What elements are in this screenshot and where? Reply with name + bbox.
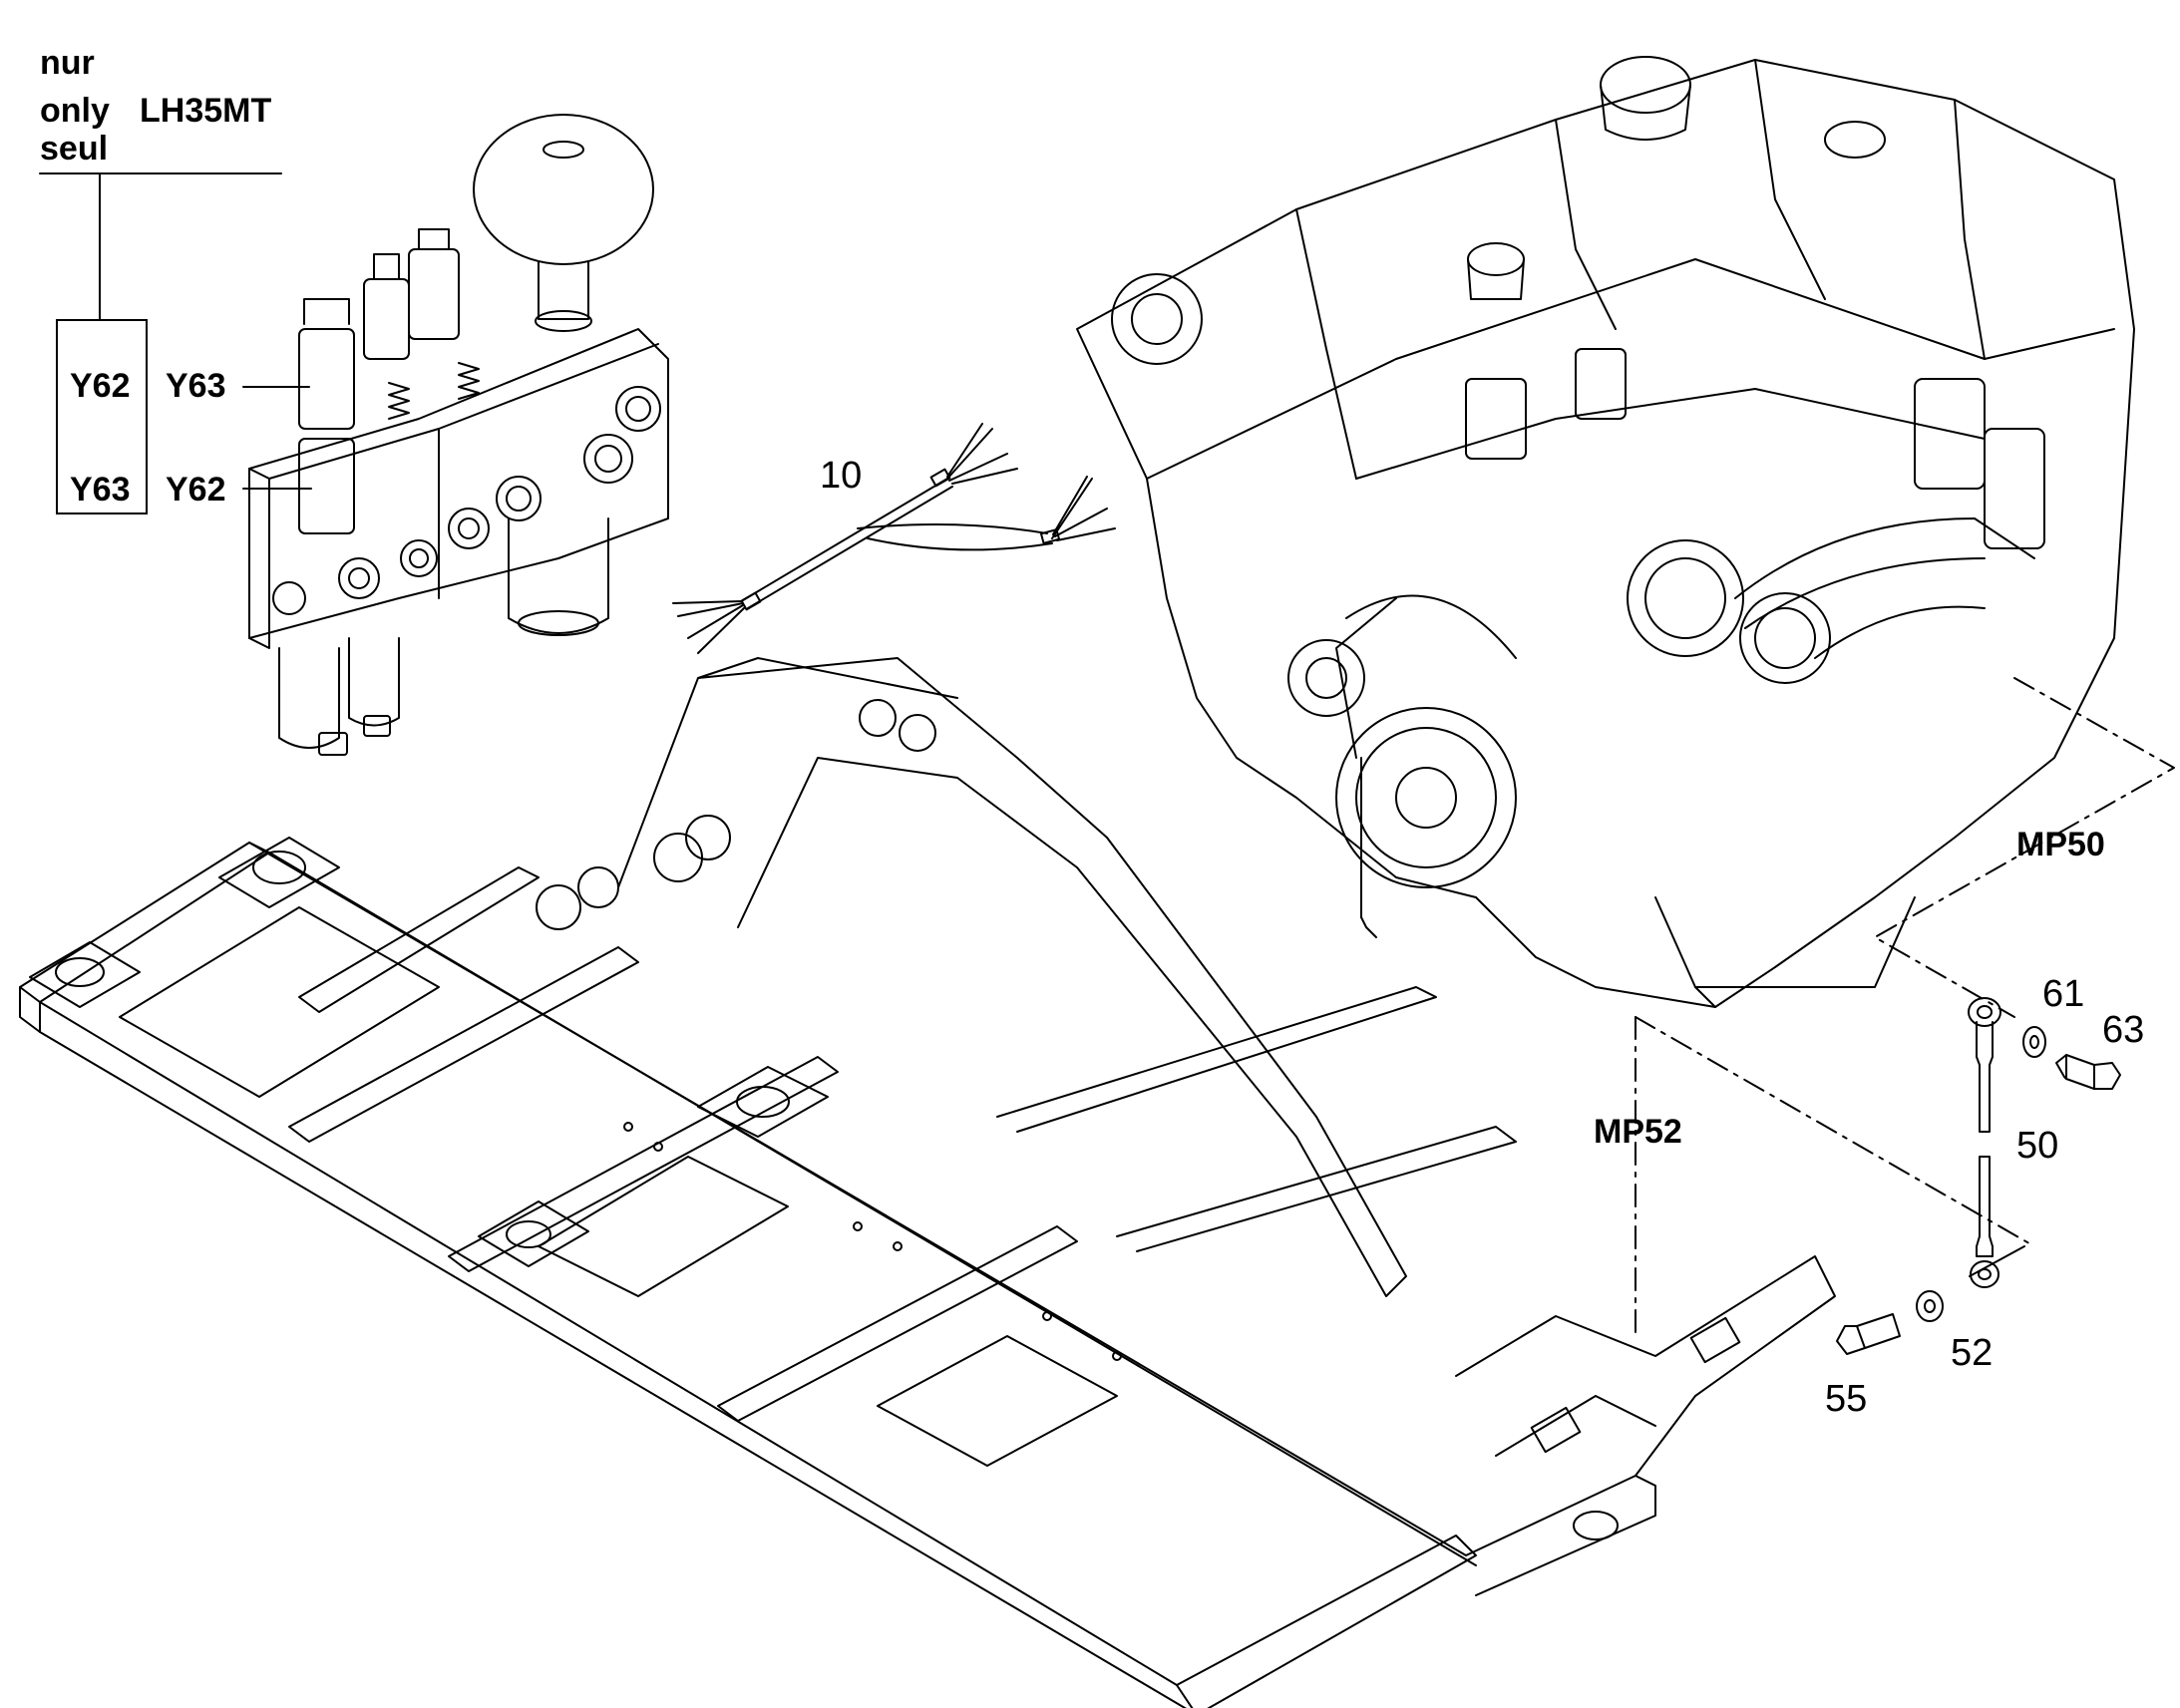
solenoid-box xyxy=(56,319,148,514)
leader-52 xyxy=(1969,1245,2025,1277)
part-label-52: 52 xyxy=(1951,1332,1994,1374)
part-label-50: 50 xyxy=(2016,1125,2059,1167)
part-label-55: 55 xyxy=(1825,1378,1868,1420)
reference-lines xyxy=(1635,677,2175,1337)
variant-note-line-2: only xyxy=(40,92,110,130)
bolt-55 xyxy=(1836,1313,1901,1355)
solenoid-callout-top: Y63 xyxy=(166,367,226,405)
solenoid-box-bottom-label: Y63 xyxy=(70,471,131,509)
chassis-frame xyxy=(19,657,1836,1708)
hydraulic-valve-block xyxy=(248,114,669,756)
wiring-harness xyxy=(672,423,1116,654)
solenoid-callout-bottom: Y62 xyxy=(166,471,226,509)
washer-61 xyxy=(2022,1026,2046,1058)
variant-note-bracket xyxy=(39,172,282,320)
mount-point-mp52: MP52 xyxy=(1594,1113,1682,1151)
rod-assembly xyxy=(1968,997,2001,1288)
engine-assembly xyxy=(1076,56,2135,1008)
mount-point-mp50: MP50 xyxy=(2016,826,2105,863)
variant-note-model: LH35MT xyxy=(140,92,272,130)
washer-52 xyxy=(1916,1290,1944,1322)
part-label-61: 61 xyxy=(2042,973,2085,1015)
part-label-10: 10 xyxy=(820,455,863,497)
part-label-63: 63 xyxy=(2102,1009,2145,1051)
bolt-63 xyxy=(2055,1054,2121,1090)
variant-note-line-1: nur xyxy=(40,44,95,82)
solenoid-box-top-label: Y62 xyxy=(70,367,131,405)
variant-note-line-3: seul xyxy=(40,130,109,168)
